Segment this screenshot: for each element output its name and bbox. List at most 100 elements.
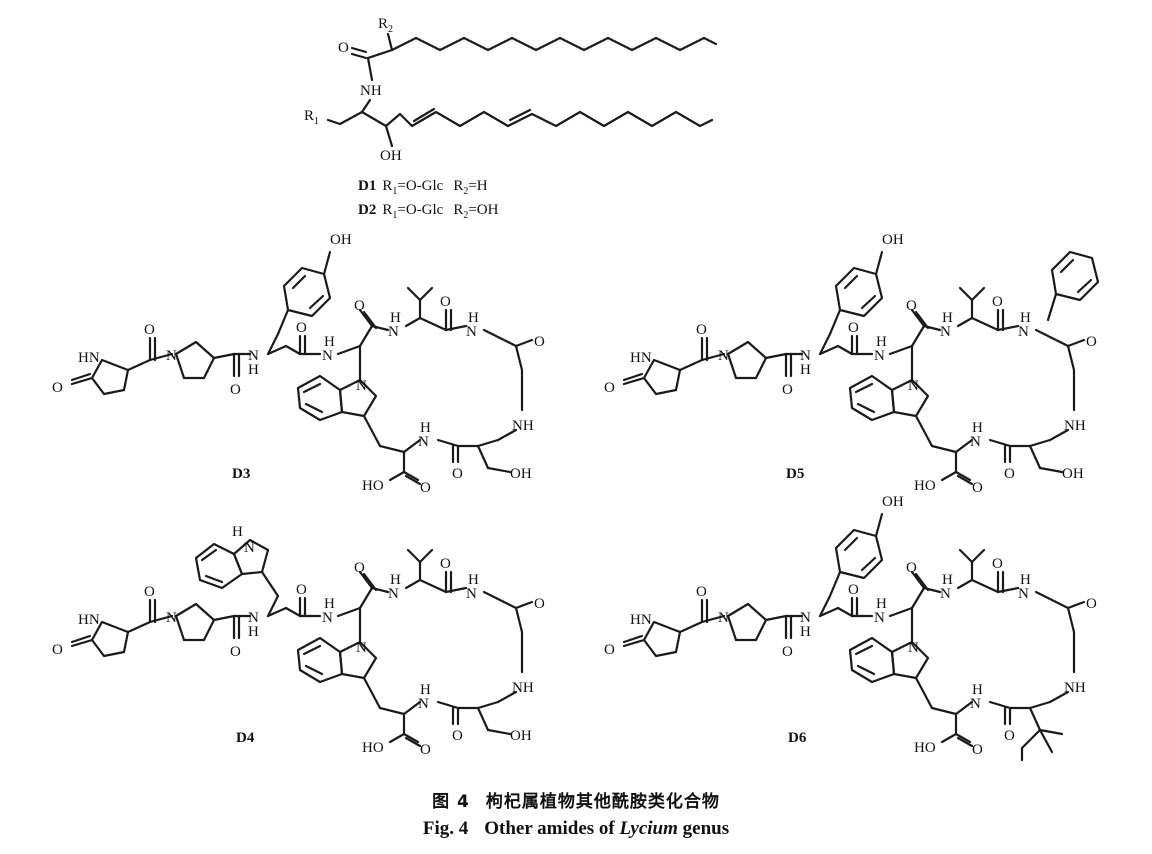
atom-label: NH [512, 418, 534, 434]
atom-label: H [390, 310, 401, 326]
caption-en-fig-number: Fig. 4 [422, 818, 469, 839]
carbonyl-o-label: O [338, 40, 349, 56]
label-d4: D4 [236, 730, 255, 746]
caption-en-pre: Other amides of [484, 818, 620, 839]
caption-cn-fig-number: 图 4 [432, 792, 470, 812]
atom-label: O [296, 320, 307, 336]
atom-label: NH [512, 680, 534, 696]
atom-label: O [52, 642, 63, 658]
atom-label: N [418, 696, 429, 712]
atom-label: N [466, 586, 477, 602]
label-d6: D6 [788, 730, 807, 746]
atom-label: O [906, 560, 917, 576]
atom-label: H [324, 334, 335, 350]
atom-label: OH [882, 232, 904, 248]
atom-label: N [244, 540, 255, 556]
atom-label: N [466, 324, 477, 340]
atom-label: O [452, 466, 463, 482]
atom-label: N [940, 586, 951, 602]
atom-label: O [534, 596, 545, 612]
atom-label: HO [914, 478, 936, 494]
atom-label: N [718, 348, 729, 364]
atom-label: O [420, 742, 431, 758]
atom-label: HO [914, 740, 936, 756]
atom-label: N [970, 696, 981, 712]
atom-label: O [230, 382, 241, 398]
atom-label: O [906, 298, 917, 314]
atom-label: N [322, 348, 333, 364]
label-d3: D3 [232, 466, 250, 482]
atom-label: H [468, 310, 479, 326]
atom-label: O [696, 584, 707, 600]
atom-label: HN [78, 612, 100, 628]
caption-en-genus: Lycium [619, 818, 678, 839]
atom-label: O [354, 298, 365, 314]
atom-label: O [440, 556, 451, 572]
atom-label: O [144, 322, 155, 338]
atom-label: OH [510, 466, 532, 482]
atom-label: H [800, 624, 811, 640]
atom-label: O [144, 584, 155, 600]
atom-label: N [166, 348, 177, 364]
atom-label: H [876, 334, 887, 350]
atom-label: O [230, 644, 241, 660]
label-d5: D5 [786, 466, 804, 482]
atom-label: OH [1062, 466, 1084, 482]
atom-label: O [992, 294, 1003, 310]
r1-label: R1 [304, 108, 319, 127]
atom-label: N [388, 324, 399, 340]
atom-label: H [420, 682, 431, 698]
atom-label: O [604, 380, 615, 396]
atom-label: N [874, 348, 885, 364]
caption-cn-title: 枸杞属植物其他酰胺类化合物 [485, 792, 720, 812]
atom-label: N [322, 610, 333, 626]
atom-label: H [232, 524, 243, 540]
atom-label: H [248, 624, 259, 640]
atom-label: O [604, 642, 615, 658]
caption-english: Fig. 4 Other amides of Lycium genus [0, 818, 1152, 840]
atom-label: H [972, 420, 983, 436]
atom-label: O [52, 380, 63, 396]
atom-label: N [248, 348, 259, 364]
atom-label: O [1004, 466, 1015, 482]
atom-label: O [1086, 334, 1097, 350]
atom-label: O [696, 322, 707, 338]
caption-chinese: 图 4 枸杞属植物其他酰胺类化合物 [0, 787, 1152, 812]
atom-label: O [848, 320, 859, 336]
r2-label: R2 [378, 16, 393, 35]
cyclic-peptide-d3: OH HN O O N O N H O N H O N H O N H O NH… [52, 232, 545, 496]
atom-label: O [354, 560, 365, 576]
atom-label: O [972, 480, 983, 496]
caption-en-post: genus [677, 818, 730, 839]
atom-label: N [1018, 586, 1029, 602]
atom-label: NH [1064, 680, 1086, 696]
atom-label: H [1020, 310, 1031, 326]
cyclic-peptide-d4: H N HN O O N O N H O N H O N H O N H O N… [52, 524, 545, 758]
amide-nh-label: NH [360, 83, 382, 99]
atom-label: H [390, 572, 401, 588]
atom-label: O [440, 294, 451, 310]
atom-label: N [356, 640, 367, 656]
atom-label: H [942, 572, 953, 588]
atom-label: O [534, 334, 545, 350]
atom-label: N [800, 610, 811, 626]
atom-label: O [296, 582, 307, 598]
atom-label: O [992, 556, 1003, 572]
atom-label: H [972, 682, 983, 698]
ceramide-structure-d1-d2: R2 O NH R1 OH [304, 16, 718, 164]
atom-label: N [1018, 324, 1029, 340]
atom-label: O [1086, 596, 1097, 612]
cyclic-peptide-d5: OH HN O O N O N H O N H O N H O N H O NH… [604, 232, 1100, 496]
atom-label: N [970, 434, 981, 450]
atom-label: N [356, 378, 367, 394]
atom-label: N [874, 610, 885, 626]
atom-label: H [248, 362, 259, 378]
atom-label: O [782, 644, 793, 660]
hydroxyl-oh-label: OH [380, 148, 402, 164]
atom-label: H [420, 420, 431, 436]
atom-label: O [782, 382, 793, 398]
atom-label: H [876, 596, 887, 612]
atom-label: H [324, 596, 335, 612]
